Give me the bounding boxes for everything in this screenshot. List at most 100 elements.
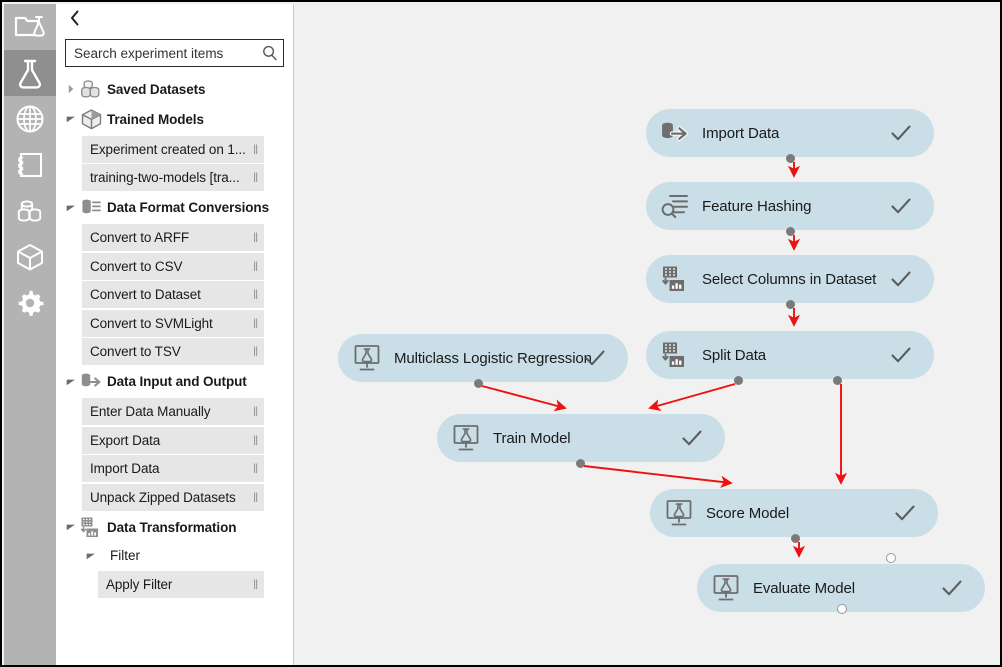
module-port-import-data[interactable]: [785, 153, 795, 163]
tree-item[interactable]: Convert to SVMLight ‖: [82, 309, 264, 337]
data-io-icon: [78, 369, 104, 395]
tree-item-label: Convert to SVMLight: [90, 315, 213, 331]
module-port-split-data-left[interactable]: [733, 375, 743, 385]
tree-subfolder-filter[interactable]: Filter: [84, 542, 288, 569]
rail-item-settings[interactable]: [4, 280, 56, 326]
tree-group-label: Data Format Conversions: [107, 200, 269, 215]
module-node-label: Split Data: [702, 346, 767, 364]
expand-toggle-open[interactable]: [64, 368, 78, 395]
chevron-down-icon: [66, 379, 75, 385]
drag-handle-icon[interactable]: ‖: [252, 141, 259, 157]
rail-item-web-services[interactable]: [4, 96, 56, 142]
chevron-down-icon: [66, 205, 75, 211]
module-status-check-icon: [890, 344, 912, 366]
drag-handle-icon[interactable]: ‖: [252, 170, 259, 185]
folder-flask-icon: [14, 12, 46, 42]
module-node-label: Evaluate Model: [753, 579, 855, 597]
module-node-select-columns[interactable]: Select Columns in Dataset: [646, 255, 934, 303]
tree-group-trained-models[interactable]: Trained Models: [56, 104, 288, 134]
module-port-feature-hashing[interactable]: [785, 226, 795, 236]
drag-handle-icon[interactable]: ‖: [252, 287, 259, 302]
tree-item-label: Import Data: [90, 461, 160, 476]
module-port-score-model[interactable]: [790, 533, 800, 543]
notebook-icon: [16, 151, 44, 179]
drag-handle-icon[interactable]: ‖: [252, 344, 259, 359]
drag-handle-icon[interactable]: ‖: [252, 315, 259, 331]
rail-item-experiments-folder[interactable]: [4, 4, 56, 50]
tree-item[interactable]: Apply Filter‖: [98, 570, 264, 598]
search-icon[interactable]: [257, 40, 283, 66]
tree-group-data-input-and-output[interactable]: Data Input and Output: [56, 367, 288, 397]
tree-item[interactable]: Convert to CSV ‖: [82, 252, 264, 280]
expand-toggle-open[interactable]: [64, 514, 78, 541]
search-input[interactable]: [66, 40, 257, 66]
edge-train-model-to-score-model[interactable]: [583, 465, 733, 488]
tree-group-label: Data Transformation: [107, 519, 237, 535]
module-node-train-model[interactable]: Train Model: [437, 414, 725, 462]
tree-item-label: Convert to TSV: [90, 344, 181, 359]
tree-group-data-format-conversions[interactable]: Data Format Conversions: [56, 193, 288, 223]
drag-handle-icon[interactable]: ‖: [252, 230, 259, 245]
tree-item-label: training-two-models [tra...: [90, 170, 240, 185]
module-node-feature-hashing[interactable]: Feature Hashing: [646, 182, 934, 230]
edge-mclr-to-train-model[interactable]: [481, 385, 567, 412]
tree-item[interactable]: Convert to Dataset‖: [82, 281, 264, 308]
module-node-score-model[interactable]: Score Model: [650, 489, 938, 537]
tree-item[interactable]: Export Data ‖: [82, 426, 264, 454]
module-node-split-data[interactable]: Split Data: [646, 331, 934, 379]
feature-hash-icon: [658, 189, 692, 223]
tree-group-saved-datasets[interactable]: Saved Datasets: [56, 74, 288, 104]
flask-icon: [15, 57, 45, 89]
drag-handle-icon[interactable]: ‖: [252, 576, 259, 592]
chevron-left-icon: [71, 10, 79, 26]
tree-item[interactable]: Convert to ARFF‖: [82, 224, 264, 251]
expand-toggle-open[interactable]: [84, 542, 98, 569]
select-columns-icon: [658, 262, 692, 296]
expand-toggle-closed[interactable]: [64, 76, 78, 103]
collapse-sidebar-button[interactable]: [64, 7, 86, 29]
tree-item[interactable]: Import Data ‖: [82, 455, 264, 482]
module-port-evaluate-in[interactable]: [886, 553, 896, 563]
tree-group-data-transformation[interactable]: Data Transformation: [56, 512, 288, 542]
tree-item-label: Experiment created on 1...: [90, 141, 246, 157]
tree-item[interactable]: Experiment created on 1... ‖: [82, 135, 264, 163]
tree-item[interactable]: training-two-models [tra... ‖: [82, 164, 264, 191]
search-box[interactable]: [65, 39, 284, 67]
drag-handle-icon[interactable]: ‖: [252, 432, 259, 448]
rail-item-trained-models[interactable]: [4, 234, 56, 280]
drag-handle-icon[interactable]: ‖: [252, 489, 259, 505]
module-port-select-columns[interactable]: [785, 299, 795, 309]
module-node-label: Import Data: [702, 124, 780, 142]
drag-handle-icon[interactable]: ‖: [252, 404, 259, 419]
data-transform-icon: [78, 514, 104, 540]
rail-item-datasets[interactable]: [4, 188, 56, 234]
module-status-check-icon: [890, 268, 912, 290]
module-port-mclr[interactable]: [473, 378, 483, 388]
chevron-down-icon: [66, 524, 75, 531]
module-node-label: Train Model: [493, 429, 571, 447]
edge-split-data-left-to-train-model[interactable]: [648, 383, 736, 412]
expand-toggle-open[interactable]: [64, 106, 78, 133]
chevron-right-icon: [68, 84, 74, 94]
tree-item[interactable]: Unpack Zipped Datasets‖: [82, 483, 264, 511]
drag-handle-icon[interactable]: ‖: [252, 461, 259, 476]
chevron-down-icon: [86, 553, 95, 559]
module-port-split-data-right[interactable]: [832, 375, 842, 385]
gear-icon: [16, 289, 44, 317]
expand-toggle-open[interactable]: [64, 194, 78, 221]
module-port-evaluate-out[interactable]: [837, 604, 847, 614]
module-port-train-model[interactable]: [575, 458, 585, 468]
module-node-import-data[interactable]: Import Data: [646, 109, 934, 157]
tree-item-label: Export Data: [90, 432, 161, 448]
tree-item-label: Convert to CSV: [90, 258, 183, 274]
module-node-mclr[interactable]: Multiclass Logistic Regression: [338, 334, 628, 382]
rail-item-notebooks[interactable]: [4, 142, 56, 188]
data-format-icon: [78, 195, 104, 221]
rail-item-experiments[interactable]: [4, 50, 56, 96]
tree-item[interactable]: Convert to TSV ‖: [82, 338, 264, 365]
tree-item[interactable]: Enter Data Manually‖: [82, 398, 264, 425]
drag-handle-icon[interactable]: ‖: [252, 258, 259, 274]
